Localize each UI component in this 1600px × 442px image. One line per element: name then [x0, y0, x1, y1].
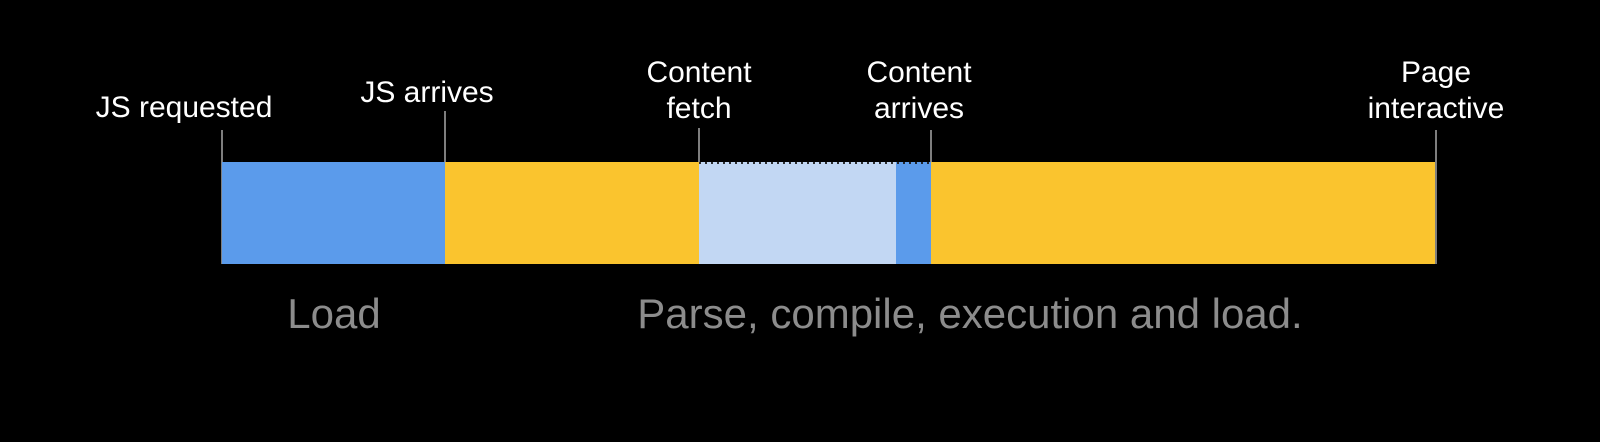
bar-segment-content-arrives: [896, 162, 931, 264]
dotted-top-edge: [699, 162, 931, 164]
event-label-line: JS arrives: [360, 76, 494, 109]
event-label-line: arrives: [873, 92, 965, 125]
event-label-content-fetch: Content fetch: [646, 55, 751, 127]
event-label-line: JS requested: [95, 91, 273, 124]
tick-page-interactive: [1435, 130, 1437, 264]
event-label-page-interactive: Page interactive: [1368, 55, 1505, 127]
event-label-line: interactive: [1367, 92, 1505, 125]
event-label-js-arrives: JS arrives: [360, 75, 493, 111]
timeline-bar: [222, 162, 1435, 264]
phase-label-parse-compile-execute: Parse, compile, execution and load.: [637, 290, 1303, 337]
event-label-line: Content: [646, 56, 752, 89]
bar-segment-js-arrives: [445, 162, 699, 264]
bar-segment-js-requested: [222, 162, 445, 264]
event-label-content-arrives: Content arrives: [866, 55, 971, 127]
event-label-line: fetch: [666, 92, 732, 125]
event-label-line: Page: [1400, 56, 1472, 89]
event-label-line: Content: [866, 56, 972, 89]
bar-segment-content-fetch: [699, 162, 896, 264]
bar-segment-resume-execution: [931, 162, 1435, 264]
event-label-js-requested: JS requested: [96, 90, 273, 126]
phase-label-load: Load: [287, 290, 381, 337]
